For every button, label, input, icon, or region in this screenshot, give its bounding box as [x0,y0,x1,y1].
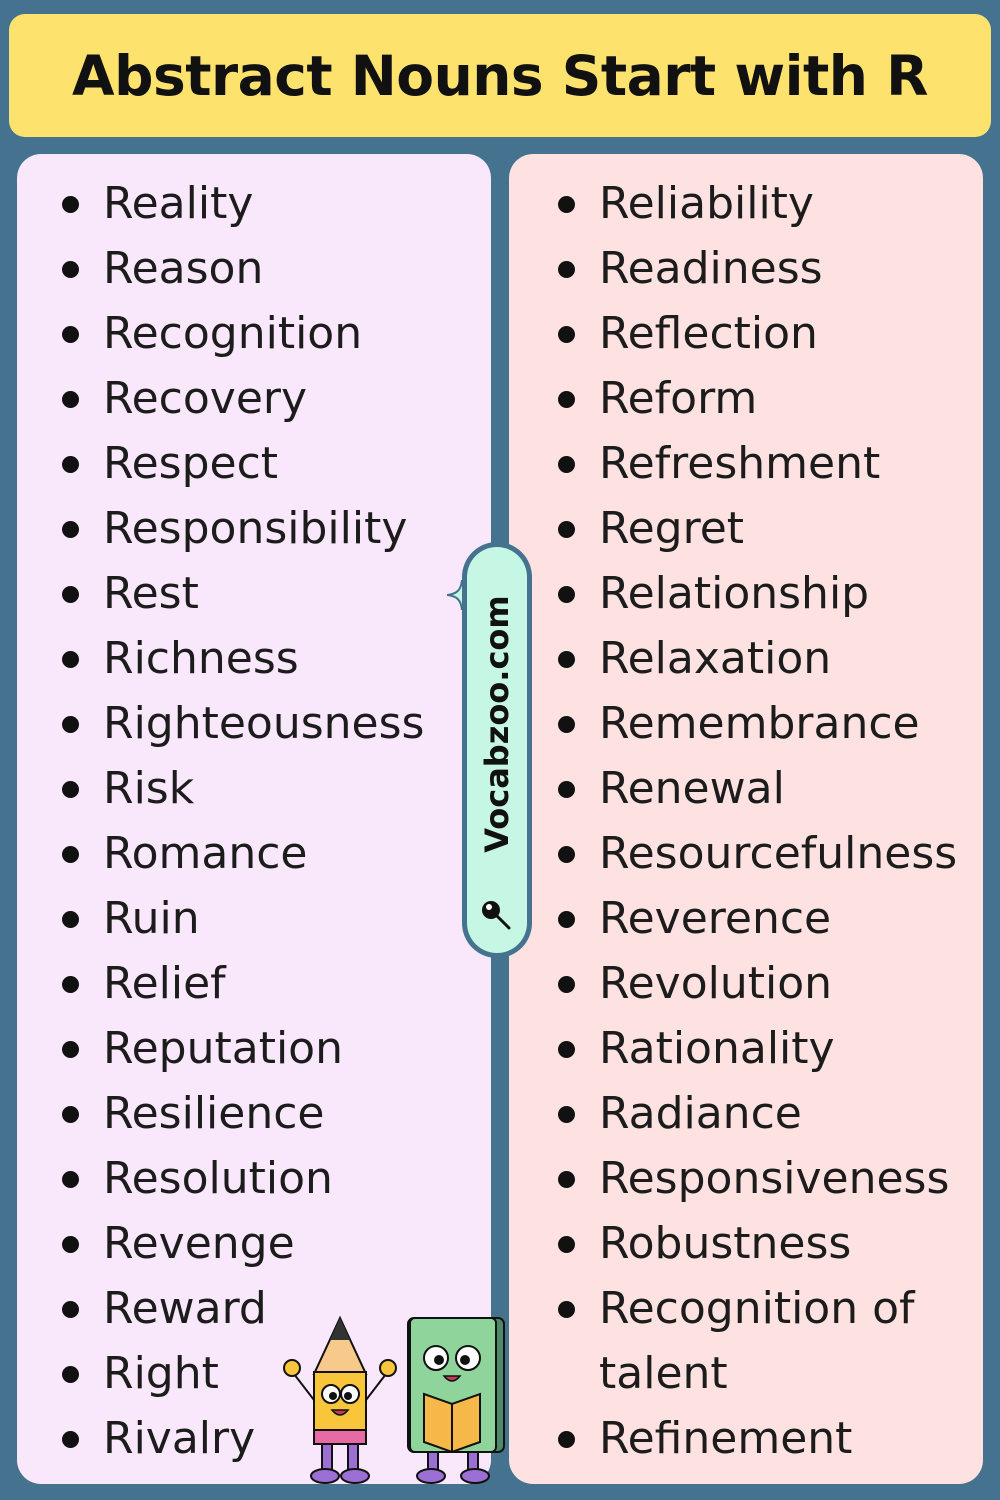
list-item: Right [17,1346,491,1411]
brand-badge: Vocabzoo.com [462,542,532,958]
list-item: Reason [17,241,491,306]
list-item: Regret [509,501,983,566]
list-item: Reward [17,1281,491,1346]
list-item: Rivalry [17,1411,491,1476]
list-item: Reputation [17,1021,491,1086]
list-item: Refinement [509,1411,983,1476]
page-title: Abstract Nouns Start with R [72,43,928,108]
brand-name: Vocabzoo.com [478,595,516,853]
list-item: Readiness [509,241,983,306]
list-item: Radiance [509,1086,983,1151]
list-item: Resolution [17,1151,491,1216]
list-item: Refreshment [509,436,983,501]
list-item: Robustness [509,1216,983,1281]
list-item: Resourcefulness [509,826,983,891]
list-item: Risk [17,761,491,826]
list-item: Respect [17,436,491,501]
list-item: Reform [509,371,983,436]
list-item: Remembrance [509,696,983,761]
list-item: Relationship [509,566,983,631]
list-item: Revenge [17,1216,491,1281]
list-item: Reflection [509,306,983,371]
list-item: Rest [17,566,491,631]
magnifier-icon [482,901,511,930]
list-item: Reliability [509,176,983,241]
list-item: Rationality [509,1021,983,1086]
list-item: Romance [17,826,491,891]
list-item: Ruin [17,891,491,956]
list-item: Richness [17,631,491,696]
list-item: Resilience [17,1086,491,1151]
list-item: Renewal [509,761,983,826]
list-item: Relaxation [509,631,983,696]
list-item: Reality [17,176,491,241]
list-item: Recognition of talent [509,1276,983,1406]
list-item: Responsibility [17,501,491,566]
title-banner: Abstract Nouns Start with R [9,14,991,137]
list-item: Recovery [17,371,491,436]
list-item: Responsiveness [509,1151,983,1216]
list-item: Reverence [509,891,983,956]
list-item: Righteousness [17,696,491,761]
list-item: Recognition [17,306,491,371]
list-item: Relief [17,956,491,1021]
list-item: Revolution [509,956,983,1021]
pencil-and-book-mascots [283,1315,505,1484]
